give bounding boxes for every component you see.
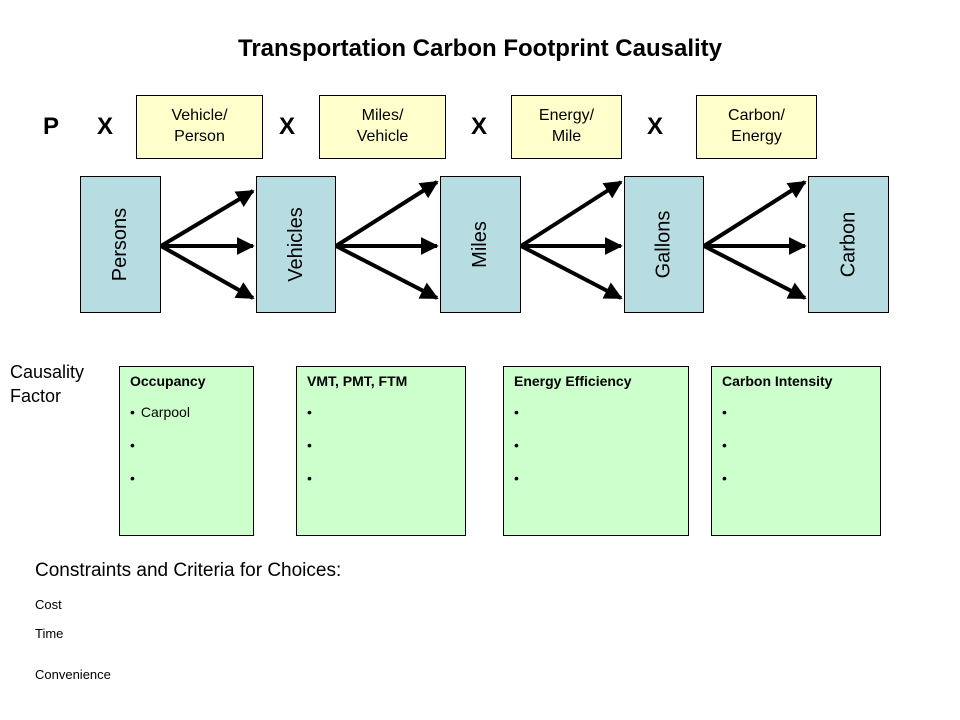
factor-heading: Occupancy (130, 373, 206, 389)
ratio-miles-per-vehicle: Miles/ Vehicle (319, 95, 446, 159)
arrow-miles-gallons-up (519, 180, 623, 248)
arrow-gallons-carbon-up (702, 180, 807, 248)
factor-occupancy: Occupancy Carpool (119, 366, 254, 536)
factor-bullet (722, 436, 870, 454)
factor-heading: Energy Efficiency (514, 373, 632, 389)
factor-bullet (130, 436, 243, 454)
constraints-heading: Constraints and Criteria for Choices: (35, 560, 342, 581)
factor-bullet: Carpool (130, 403, 243, 421)
multiply-operator-1: X (97, 113, 114, 140)
ratio-vehicle-per-person: Vehicle/ Person (136, 95, 263, 159)
factor-bullet-list: Carpool (130, 403, 243, 487)
stage-miles: Miles (440, 176, 521, 313)
factor-bullet (307, 403, 455, 421)
criterion-time: Time (35, 626, 64, 641)
multiply-operator-2: X (279, 113, 296, 140)
ratio-carbon-per-energy: Carbon/ Energy (696, 95, 817, 159)
factor-energy-efficiency: Energy Efficiency (503, 366, 689, 536)
stage-gallons: Gallons (624, 176, 704, 313)
arrow-miles-gallons-down (520, 244, 623, 300)
factor-bullet (722, 403, 870, 421)
factor-bullet (514, 436, 678, 454)
factor-bullet (307, 469, 455, 487)
factor-bullet (514, 469, 678, 487)
stage-persons: Persons (80, 176, 161, 313)
factor-bullet-list (722, 403, 870, 487)
page-title: Transportation Carbon Footprint Causalit… (237, 35, 723, 62)
criterion-cost: Cost (35, 597, 62, 612)
factor-bullet (722, 469, 870, 487)
criterion-convenience: Convenience (35, 667, 111, 682)
factor-heading: VMT, PMT, FTM (307, 373, 408, 389)
factor-carbon-intensity: Carbon Intensity (711, 366, 881, 536)
factor-vmt-pmt-ftm: VMT, PMT, FTM (296, 366, 466, 536)
stage-vehicles: Vehicles (256, 176, 336, 313)
arrow-vehicles-miles-down (335, 244, 439, 300)
factor-bullet (130, 469, 243, 487)
ratio-energy-per-mile: Energy/ Mile (511, 95, 622, 159)
factor-heading: Carbon Intensity (722, 373, 833, 389)
arrow-gallons-carbon-down (703, 244, 807, 300)
factor-bullet-list (307, 403, 455, 487)
multiply-operator-3: X (471, 113, 488, 140)
multiply-operator-4: X (647, 113, 664, 140)
stage-carbon: Carbon (808, 176, 889, 313)
population-symbol: P (43, 113, 60, 140)
causality-factor-label: Causality Factor (10, 362, 85, 407)
factor-bullet (307, 436, 455, 454)
arrow-vehicles-miles-up (334, 180, 439, 248)
factor-bullet-list (514, 403, 678, 487)
arrow-persons-vehicles-down (160, 244, 255, 300)
arrow-persons-vehicles-up (159, 189, 255, 248)
factor-bullet (514, 403, 678, 421)
